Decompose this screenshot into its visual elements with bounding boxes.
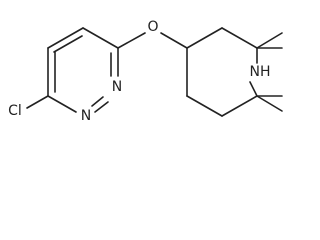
nitrogen-label-lower: N: [81, 108, 91, 124]
bond-c1-c2: [47, 27, 84, 49]
oxygen-label: O: [147, 19, 158, 35]
chemical-structure-diagram: Cl O N N NH: [8, 19, 283, 124]
bond-c6p-methyl-b: [256, 95, 283, 112]
piperidine-nh-label: NH: [250, 64, 271, 80]
bond-c6-cl: [26, 95, 49, 109]
chlorine-label: Cl: [8, 103, 22, 119]
bond-n1-n2: [94, 101, 109, 113]
bond-n1-n2-inner: [91, 96, 104, 107]
bond-n2-c6: [47, 95, 77, 113]
pyridazine-ring: [26, 27, 146, 113]
bond-c1-c2-inner: [53, 35, 83, 53]
nitrogen-label-upper: N: [112, 79, 122, 95]
bond-n-c6p: [249, 81, 258, 97]
bond-c2p-methyl-a: [256, 32, 283, 49]
bond-c3p-c2p: [221, 27, 258, 49]
bond-c5p-c4: [186, 95, 223, 117]
piperidine-ring: [186, 27, 283, 117]
bond-o-c4: [160, 32, 188, 49]
bond-c3-o: [117, 32, 146, 49]
bond-c4-c3p: [186, 27, 223, 49]
bond-c6p-c5p: [221, 95, 258, 117]
bond-c2-c3: [82, 27, 119, 49]
